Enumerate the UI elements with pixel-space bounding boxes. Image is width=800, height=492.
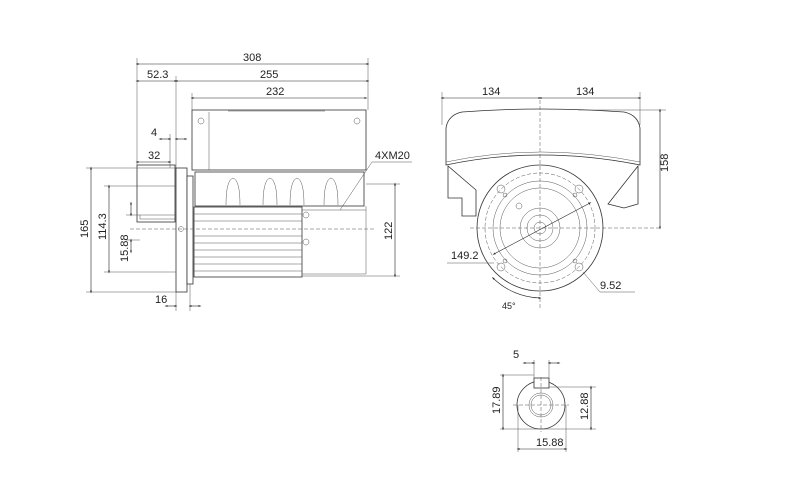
dim-half-width-left: 134 bbox=[482, 86, 500, 98]
dim-hole-diameter: 9.52 bbox=[600, 280, 621, 292]
dim-shaft-length: 32 bbox=[148, 150, 160, 162]
dim-bolt-circle: 149.2 bbox=[451, 250, 479, 262]
dim-height-over-key: 17.89 bbox=[491, 386, 503, 414]
dim-angle: 45° bbox=[502, 301, 516, 311]
dim-overall-length: 308 bbox=[243, 52, 261, 64]
dim-shaft-diameter: 15.88 bbox=[119, 234, 131, 262]
dim-flange-to-end: 52.3 bbox=[147, 69, 168, 81]
dim-shaft-diameter-detail: 15.88 bbox=[536, 437, 564, 449]
housing bbox=[445, 108, 641, 166]
flange bbox=[175, 167, 188, 293]
dim-spigot-diameter: 114.3 bbox=[97, 213, 109, 240]
dim-key-width: 5 bbox=[513, 349, 519, 361]
motor-body bbox=[193, 206, 303, 278]
terminal-box bbox=[191, 109, 367, 171]
dim-flange-thickness: 16 bbox=[155, 294, 167, 306]
shaft-detail: 5 17.89 12.88 15.88 bbox=[491, 349, 596, 452]
dim-height-above-axis: 158 bbox=[659, 154, 671, 172]
cable-glands bbox=[225, 177, 339, 206]
dim-inner-dimension: 12.88 bbox=[579, 392, 591, 420]
dim-flange-diameter: 165 bbox=[79, 220, 91, 238]
dim-shaft-height: 122 bbox=[383, 222, 395, 240]
dim-terminal-box-length: 232 bbox=[266, 86, 284, 98]
dim-body-length: 255 bbox=[260, 69, 278, 81]
front-view: 134 134 158 149.2 9.52 45° bbox=[440, 86, 671, 311]
keyway bbox=[533, 377, 550, 389]
dim-flange-gap: 4 bbox=[151, 127, 157, 139]
dim-half-width-right: 134 bbox=[576, 86, 594, 98]
side-view: 308 52.3 255 232 4 32 4XM20 165 114.3 15… bbox=[79, 52, 412, 311]
shaft-outline bbox=[136, 164, 176, 223]
bolt-holes bbox=[496, 184, 584, 272]
label-cable-entries: 4XM20 bbox=[375, 150, 410, 162]
